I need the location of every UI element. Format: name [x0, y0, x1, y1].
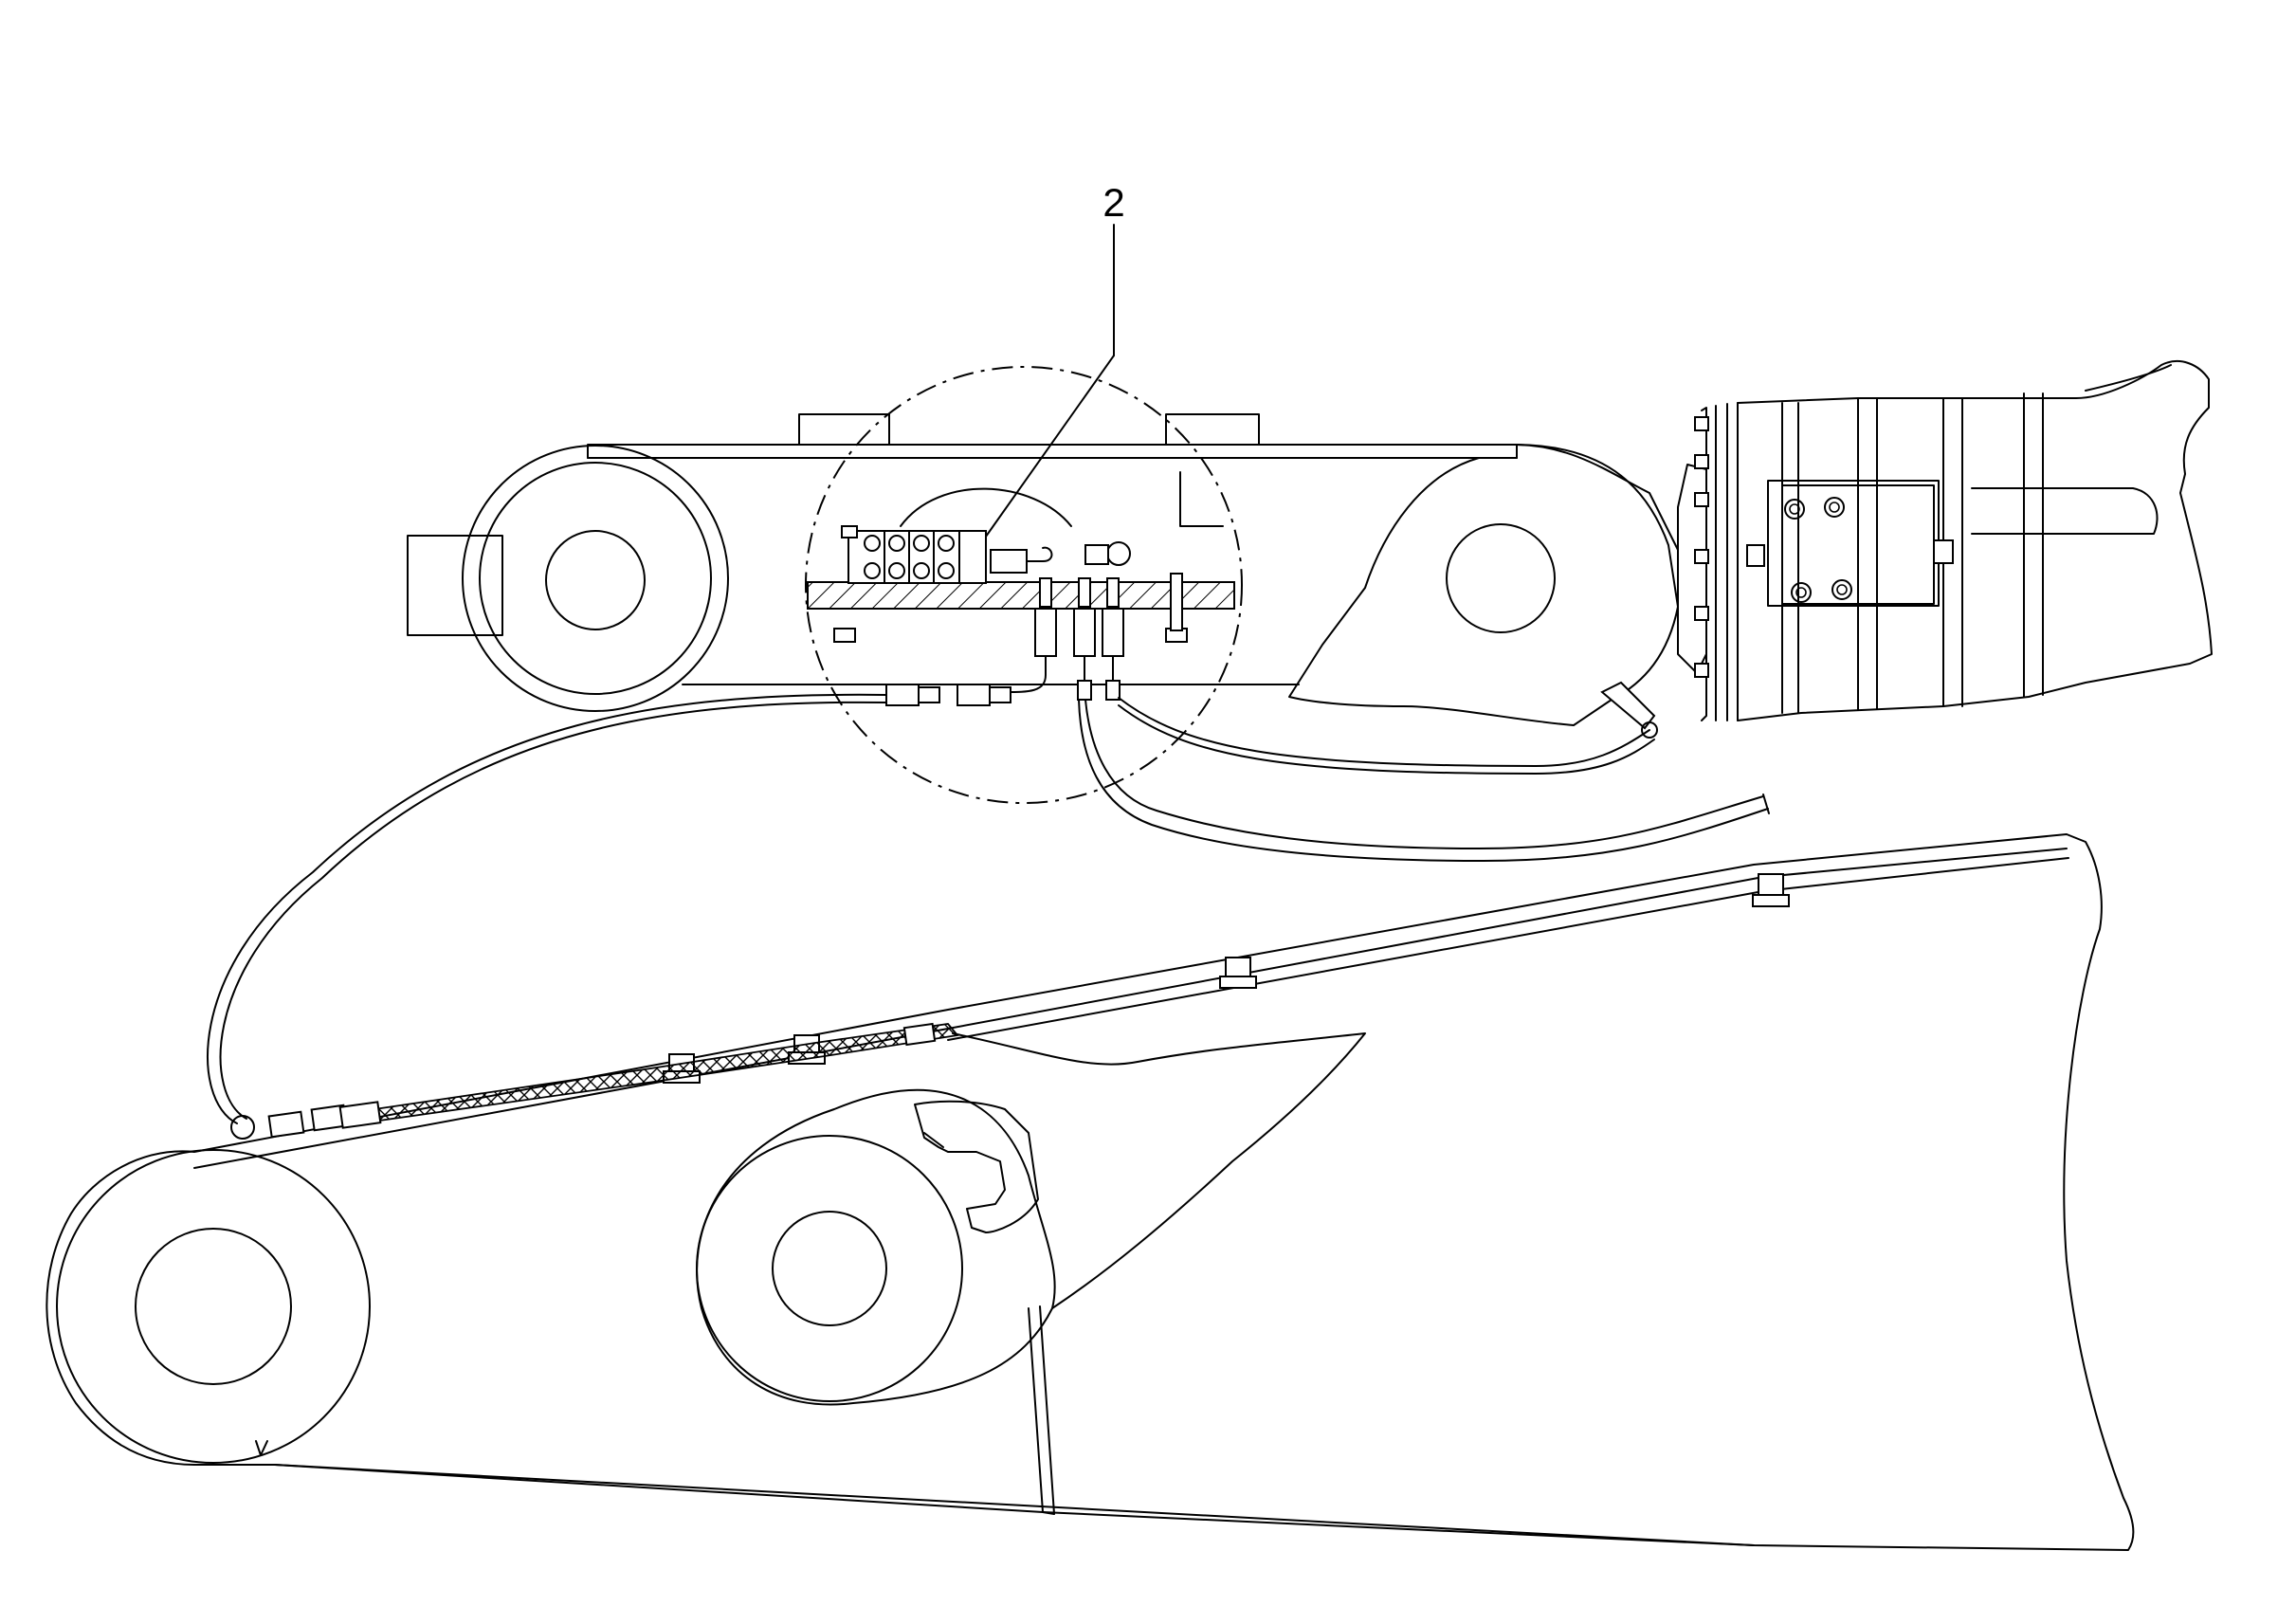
- lower-arm: [46, 833, 2135, 1551]
- flange-bolts: [1694, 416, 1709, 678]
- detail-circle: [805, 366, 1243, 804]
- upper-arm: [407, 413, 1707, 726]
- rotator-unit: [1694, 360, 2213, 721]
- braided-hose: [230, 1022, 959, 1140]
- callout-label: 2: [1102, 180, 1124, 225]
- hoses: [207, 681, 1770, 1124]
- callout-2: 2: [975, 180, 1125, 551]
- lubrication-distributor: [807, 487, 1235, 706]
